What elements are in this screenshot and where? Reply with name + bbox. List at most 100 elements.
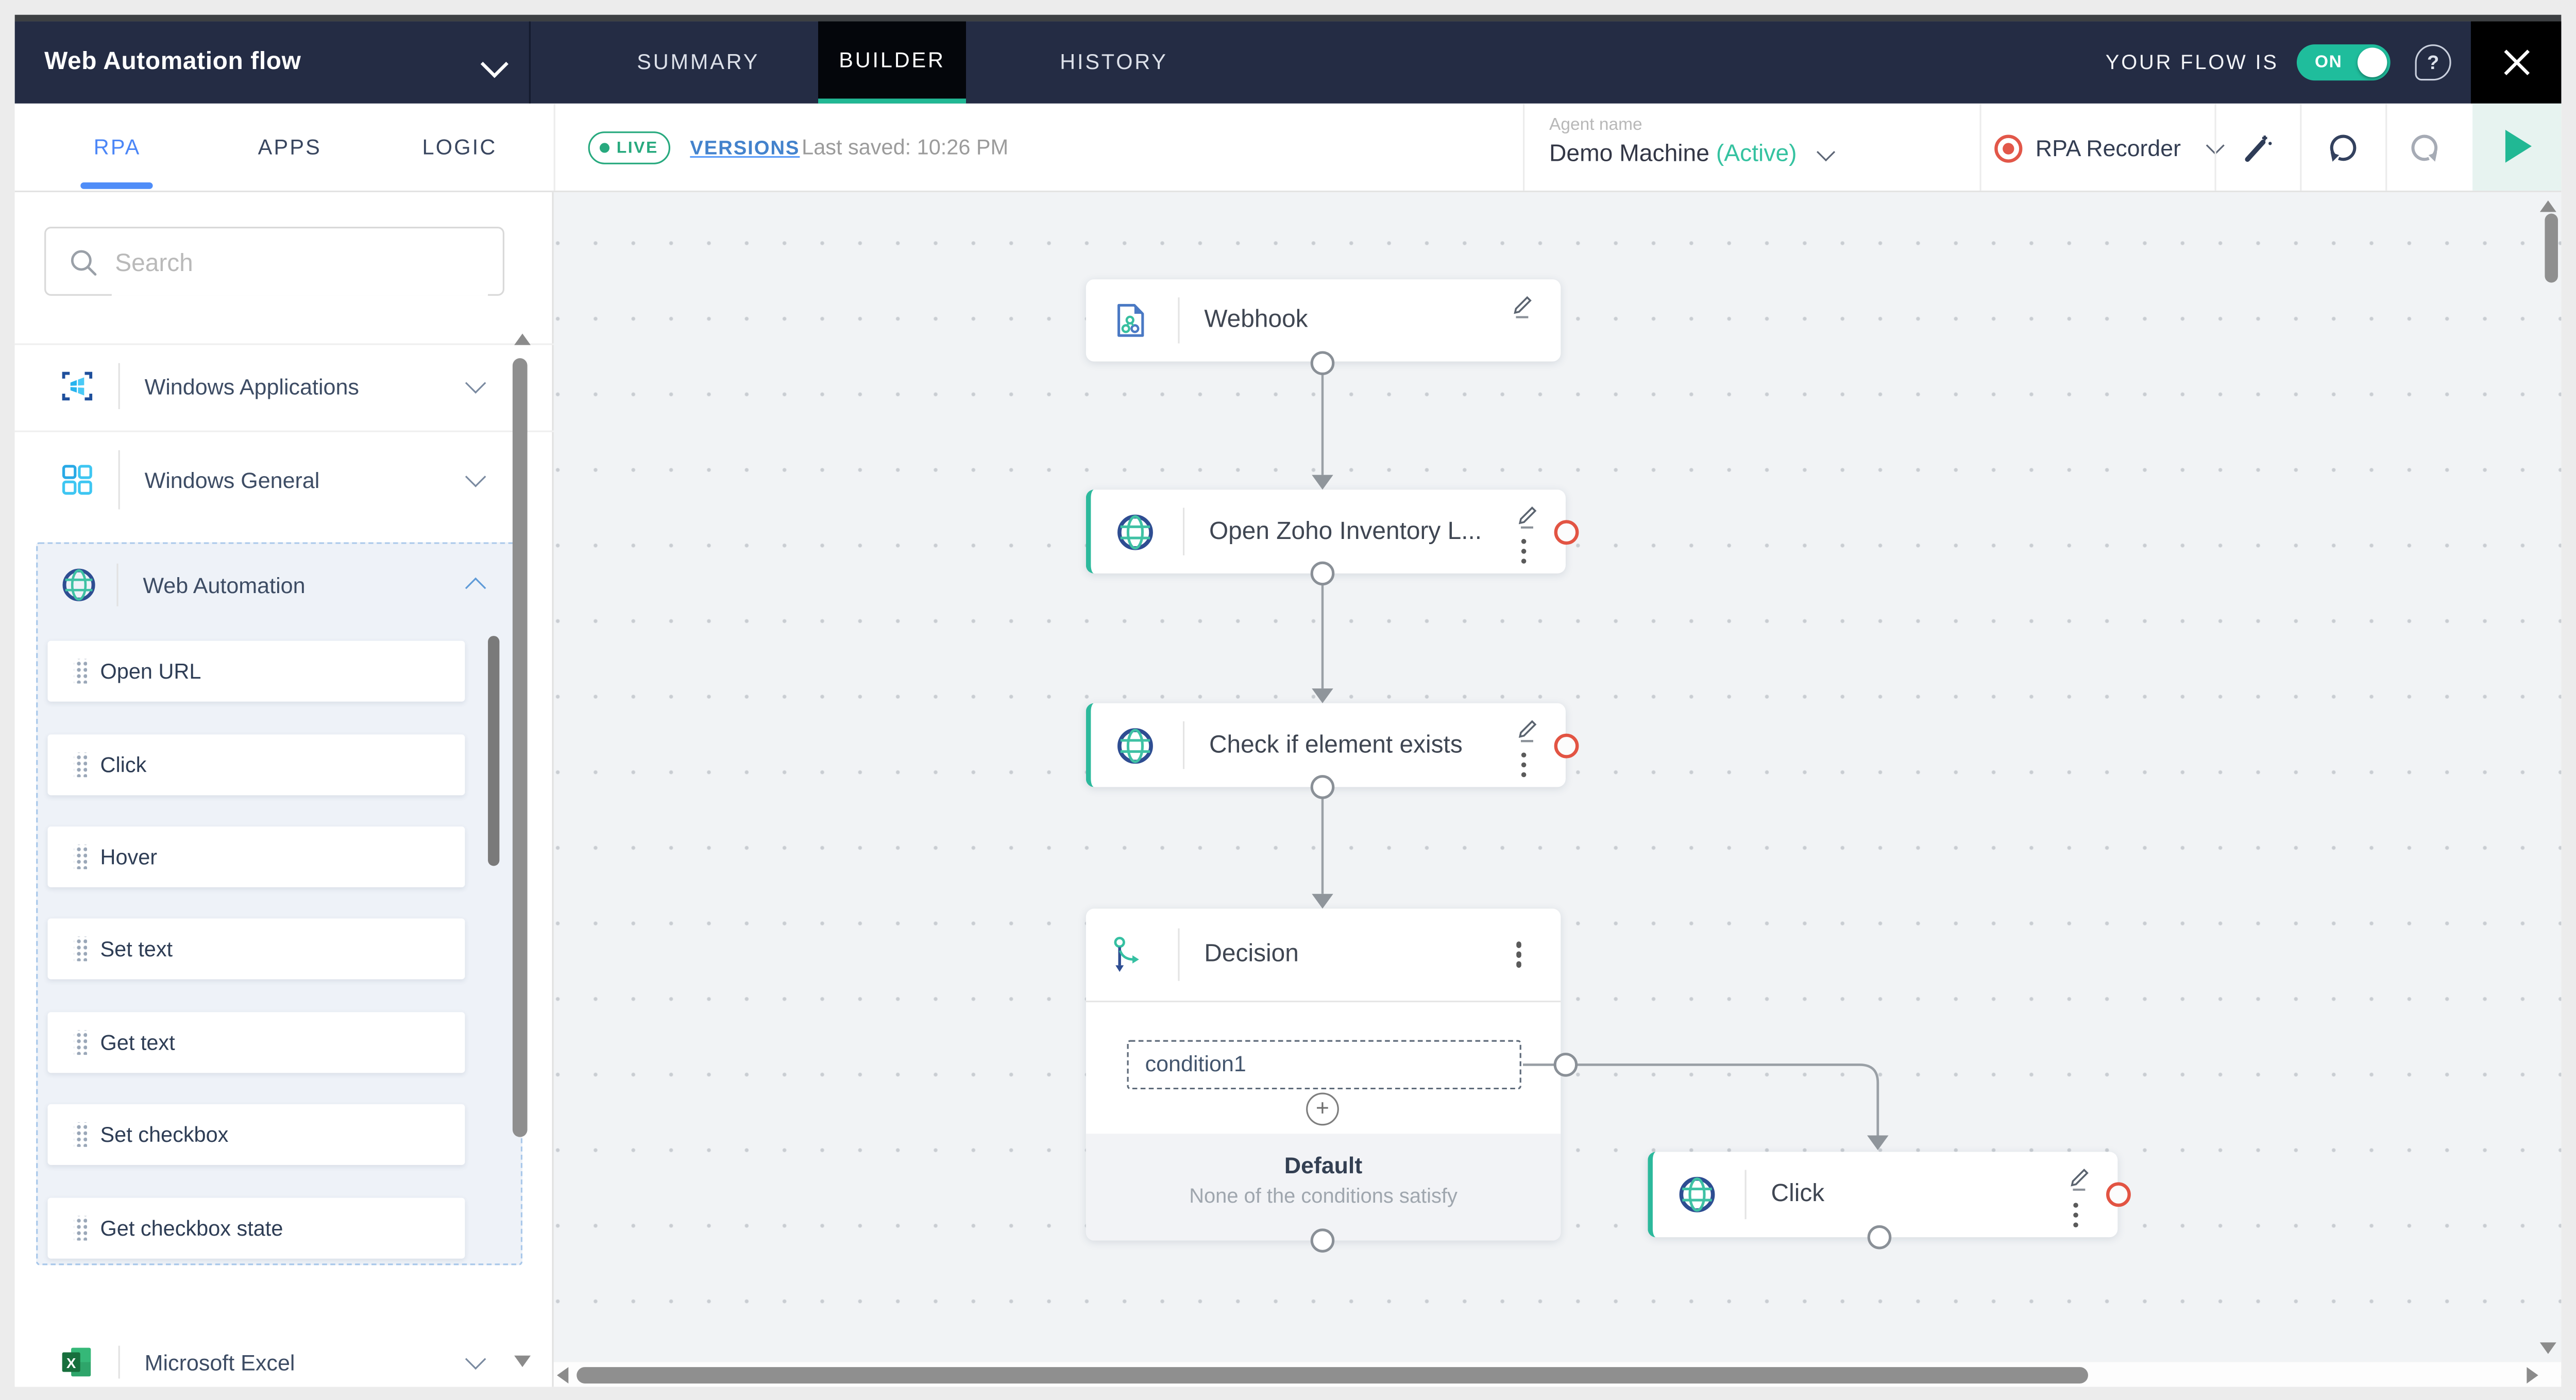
window-top-edge — [14, 14, 2562, 22]
search-icon — [71, 250, 97, 276]
magic-wand-button[interactable] — [2238, 128, 2277, 168]
canvas-vscrollbar-thumb[interactable] — [2545, 213, 2558, 283]
agent-dropdown[interactable]: Demo Machine (Active) — [1549, 141, 1835, 168]
chevron-down-icon — [465, 373, 486, 394]
canvas-hscrollbar-thumb[interactable] — [577, 1366, 2088, 1383]
toolbar: RPA APPS LOGIC LIVE VERSIONS Last saved:… — [14, 103, 2562, 193]
sidebar-category-web-automation[interactable]: Web Automation — [38, 544, 521, 626]
run-flow-button[interactable] — [2472, 103, 2562, 191]
palette-item-click[interactable]: Click — [47, 734, 465, 796]
node-click[interactable]: Click — [1648, 1152, 2131, 1238]
section-scrollbar-thumb[interactable] — [488, 636, 500, 866]
agent-status: (Active) — [1716, 141, 1797, 168]
palette-item-get-checkbox-state[interactable]: Get checkbox state — [47, 1197, 465, 1259]
breakpoint-icon[interactable] — [1554, 733, 1579, 758]
node-menu-icon[interactable] — [1520, 751, 1527, 758]
globe-icon — [1679, 1176, 1715, 1212]
sidebar-category-windows-applications[interactable]: Windows Applications — [15, 343, 532, 429]
windows-general-icon — [62, 465, 92, 495]
chevron-up-icon — [465, 577, 486, 599]
undo-button[interactable] — [2323, 128, 2363, 168]
node-menu-icon[interactable] — [1520, 538, 1527, 544]
drag-handle-icon — [74, 936, 88, 962]
web-automation-globe-icon — [62, 568, 95, 601]
flow-title: Web Automation flow — [44, 47, 301, 76]
node-menu-icon[interactable] — [2072, 1202, 2078, 1208]
canvas-hscrollbar — [553, 1362, 2562, 1387]
flow-status-label: YOUR FLOW IS — [2105, 50, 2279, 74]
header-bar: Web Automation flow SUMMARY BUILDER HIST… — [14, 21, 2562, 104]
rpa-recorder-dropdown[interactable]: RPA Recorder — [1994, 104, 2226, 192]
microsoft-excel-icon: X — [62, 1347, 91, 1377]
close-button[interactable] — [2470, 21, 2562, 104]
main-area: Windows Applications Windows General — [14, 192, 2562, 1387]
palette-tab-rpa[interactable]: RPA — [93, 134, 141, 160]
palette-item-open-url[interactable]: Open URL — [47, 640, 465, 702]
redo-button[interactable] — [2405, 128, 2445, 168]
record-icon — [1994, 133, 2023, 162]
node-open-zoho-inventory[interactable]: Open Zoho Inventory L... — [1086, 490, 1579, 574]
node-webhook[interactable]: Webhook — [1086, 279, 1561, 362]
chevron-down-icon — [465, 466, 486, 487]
node-menu-icon[interactable] — [1515, 941, 1521, 948]
palette-tab-logic[interactable]: LOGIC — [422, 134, 497, 160]
sidebar-category-microsoft-excel[interactable]: X Microsoft Excel — [15, 1326, 532, 1398]
flow-canvas[interactable]: Webhook Open Zoho Inventory L... — [553, 192, 2562, 1387]
search-box — [44, 227, 504, 296]
palette-item-set-checkbox[interactable]: Set checkbox — [47, 1104, 465, 1165]
sidebar-category-windows-general[interactable]: Windows General — [15, 430, 532, 529]
canvas-scroll-left-arrow[interactable] — [557, 1366, 569, 1383]
sidebar-scroll-down-arrow[interactable] — [514, 1355, 531, 1368]
decision-branch-icon — [1114, 937, 1139, 972]
magic-wand-icon — [2245, 136, 2272, 162]
palette-item-get-text[interactable]: Get text — [47, 1012, 465, 1073]
header-separator — [529, 21, 531, 104]
agent-name-label: Agent name — [1549, 115, 1642, 135]
versions-link[interactable]: VERSIONS — [690, 136, 800, 160]
tab-history[interactable]: HISTORY — [1060, 49, 1168, 74]
live-badge: LIVE — [588, 131, 671, 164]
palette-tab-apps[interactable]: APPS — [258, 134, 322, 160]
active-palette-tab-indicator — [80, 182, 153, 189]
edit-icon[interactable] — [1515, 716, 1539, 743]
chevron-down-icon — [465, 1348, 486, 1370]
canvas-scroll-right-arrow[interactable] — [2527, 1366, 2538, 1383]
edit-icon[interactable] — [1515, 503, 1539, 529]
agent-name: Demo Machine — [1549, 141, 1709, 168]
help-icon[interactable]: ? — [2415, 44, 2451, 81]
svg-text:X: X — [66, 1355, 76, 1371]
palette-item-set-text[interactable]: Set text — [47, 918, 465, 980]
globe-icon — [1117, 727, 1153, 763]
decision-default-branch[interactable]: Default None of the conditions satisfy — [1086, 1134, 1561, 1241]
drag-handle-icon — [74, 845, 88, 869]
search-input[interactable] — [111, 230, 488, 296]
decision-condition[interactable]: condition1 — [1127, 1040, 1521, 1090]
canvas-scroll-up-arrow[interactable] — [2539, 200, 2556, 212]
node-decision[interactable]: Decision condition1 + Default None of th… — [1086, 908, 1561, 1241]
tab-summary[interactable]: SUMMARY — [637, 49, 760, 74]
sidebar-scroll-up-arrow[interactable] — [514, 333, 531, 345]
canvas-scroll-down-arrow[interactable] — [2539, 1342, 2556, 1354]
palette-item-hover[interactable]: Hover — [47, 826, 465, 887]
decision-header: Decision — [1086, 908, 1561, 1003]
flow-title-dropdown-chevron-icon[interactable] — [480, 50, 509, 78]
app-window: Web Automation flow SUMMARY BUILDER HIST… — [14, 14, 2562, 1387]
agent-chevron-down-icon — [1816, 143, 1835, 162]
last-saved-text: Last saved: 10:26 PM — [802, 134, 1009, 160]
drag-handle-icon — [74, 1030, 88, 1055]
node-check-element-exists[interactable]: Check if element exists — [1086, 703, 1579, 787]
breakpoint-icon[interactable] — [2106, 1182, 2131, 1207]
add-condition-button[interactable]: + — [1306, 1092, 1339, 1126]
live-dot-icon — [600, 143, 610, 153]
webhook-icon — [1117, 303, 1144, 337]
sidebar: Windows Applications Windows General — [14, 192, 554, 1387]
drag-handle-icon — [74, 1122, 88, 1147]
edit-icon[interactable] — [1510, 293, 1535, 319]
breakpoint-icon[interactable] — [1554, 519, 1579, 544]
edit-icon[interactable] — [2067, 1165, 2092, 1191]
tab-builder[interactable]: BUILDER — [818, 21, 967, 104]
play-icon — [2505, 129, 2532, 163]
sidebar-scrollbar-thumb[interactable] — [512, 358, 528, 1137]
flow-on-toggle[interactable]: ON — [2296, 44, 2391, 81]
